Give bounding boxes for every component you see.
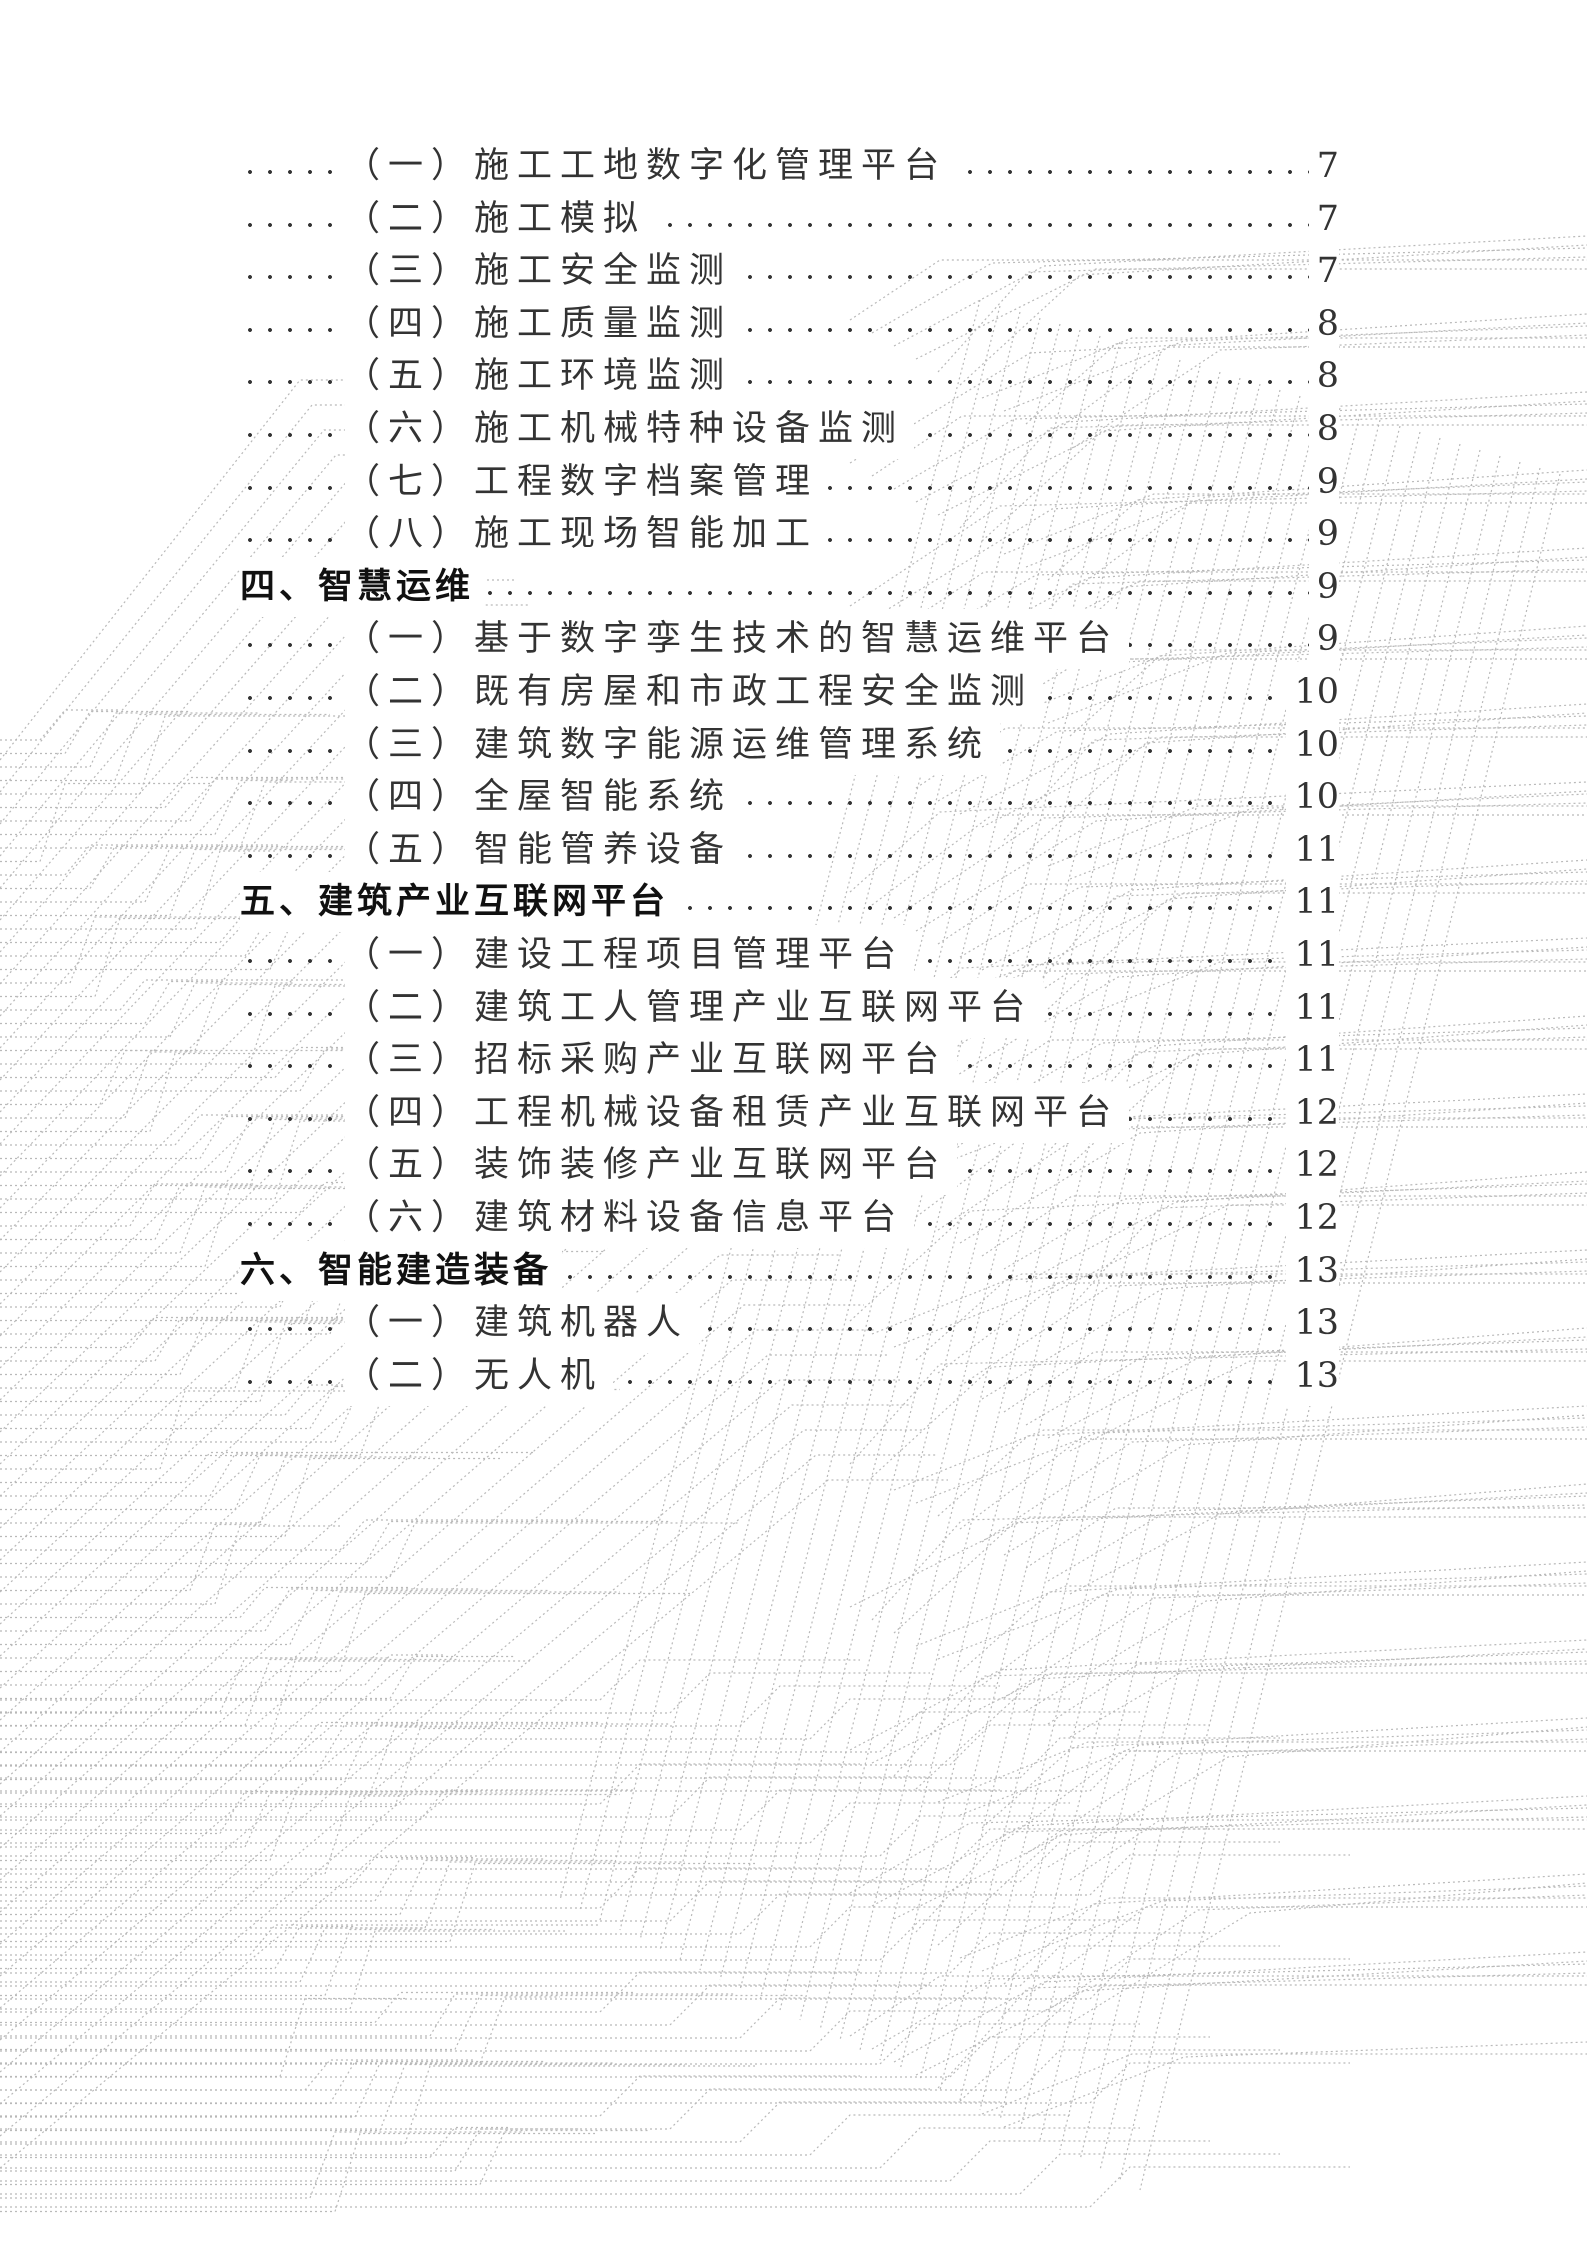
toc-subsection-entry[interactable]: （三）招标采购产业互联网平台 11 bbox=[0, 1030, 1587, 1091]
toc-page-number: 10 bbox=[1286, 767, 1339, 828]
toc-page-number: 7 bbox=[1308, 241, 1339, 302]
toc-entry-title: （一）基于数字孪生技术的智慧运维平台 bbox=[345, 609, 1130, 670]
toc-subsection-entry[interactable]: （二）建筑工人管理产业互联网平台 11 bbox=[0, 977, 1587, 1038]
toc-entry-title: 四、智慧运维 bbox=[240, 556, 485, 617]
toc-subsection-entry[interactable]: （一）建设工程项目管理平台 11 bbox=[0, 925, 1587, 985]
toc-subsection-entry[interactable]: （八）施工现场智能加工 9 bbox=[0, 504, 1587, 565]
toc-page-number: 11 bbox=[1286, 819, 1339, 880]
toc-entry-title: （二）既有房屋和市政工程安全监测 bbox=[345, 662, 1044, 722]
toc-page-number: 12 bbox=[1286, 1135, 1339, 1196]
toc-page-number: 13 bbox=[1286, 1240, 1339, 1301]
toc-page-number: 13 bbox=[1286, 1293, 1339, 1354]
toc-page-number: 12 bbox=[1286, 1082, 1339, 1143]
toc-subsection-entry[interactable]: （一）基于数字孪生技术的智慧运维平台 9 bbox=[0, 609, 1587, 670]
toc-page-number: 8 bbox=[1308, 293, 1339, 354]
toc-page-number: 13 bbox=[1286, 1345, 1339, 1406]
toc-page-number: 11 bbox=[1286, 1030, 1339, 1091]
toc-subsection-entry[interactable]: （一）建筑机器人 13 bbox=[0, 1293, 1587, 1354]
toc-section-entry[interactable]: 四、智慧运维 9 bbox=[0, 556, 1587, 617]
toc-page-number: 9 bbox=[1308, 609, 1339, 670]
toc-entry-title: （二）施工模拟 bbox=[345, 188, 657, 249]
toc-entry-title: 五、建筑产业互联网平台 bbox=[240, 872, 680, 933]
toc-page-number: 11 bbox=[1286, 925, 1339, 985]
toc-subsection-entry[interactable]: （六）建筑材料设备信息平台 12 bbox=[0, 1188, 1587, 1248]
toc-subsection-entry[interactable]: （二）无人机 13 bbox=[0, 1345, 1587, 1406]
toc-page-number: 8 bbox=[1308, 399, 1339, 459]
toc-entry-title: （一）建设工程项目管理平台 bbox=[345, 925, 915, 985]
toc-subsection-entry[interactable]: （三）建筑数字能源运维管理系统 10 bbox=[0, 714, 1587, 775]
toc-entry-title: （四）工程机械设备租赁产业互联网平台 bbox=[345, 1082, 1130, 1143]
toc-entry-title: （一）施工工地数字化管理平台 bbox=[345, 136, 958, 196]
toc-entry-title: （二）无人机 bbox=[345, 1345, 614, 1406]
toc-subsection-entry[interactable]: （二）既有房屋和市政工程安全监测 10 bbox=[0, 662, 1587, 722]
toc-page-number: 7 bbox=[1308, 136, 1339, 196]
toc-subsection-entry[interactable]: （五）智能管养设备 11 bbox=[0, 819, 1587, 880]
toc-entry-title: （二）建筑工人管理产业互联网平台 bbox=[345, 977, 1044, 1038]
toc-page-number: 7 bbox=[1308, 188, 1339, 249]
toc-entry-title: （五）装饰装修产业互联网平台 bbox=[345, 1135, 958, 1196]
toc-entry-title: （四）施工质量监测 bbox=[345, 293, 743, 354]
toc-entry-title: （六）建筑材料设备信息平台 bbox=[345, 1188, 915, 1248]
toc-entry-title: （四）全屋智能系统 bbox=[345, 767, 743, 828]
toc-page-number: 10 bbox=[1286, 662, 1339, 722]
toc-page-number: 11 bbox=[1286, 872, 1339, 933]
toc-page-number: 12 bbox=[1286, 1188, 1339, 1248]
toc-entry-title: （五）智能管养设备 bbox=[345, 819, 743, 880]
toc-subsection-entry[interactable]: （五）施工环境监测 8 bbox=[0, 346, 1587, 407]
toc-entry-title: （三）招标采购产业互联网平台 bbox=[345, 1030, 958, 1091]
toc-entry-title: 六、智能建造装备 bbox=[240, 1240, 563, 1301]
toc-section-entry[interactable]: 六、智能建造装备 13 bbox=[0, 1240, 1587, 1301]
toc-dot-leader bbox=[240, 222, 1330, 227]
toc-subsection-entry[interactable]: （一）施工工地数字化管理平台 7 bbox=[0, 136, 1587, 196]
toc-subsection-entry[interactable]: （六）施工机械特种设备监测 8 bbox=[0, 399, 1587, 459]
toc-page-number: 9 bbox=[1308, 556, 1339, 617]
toc-subsection-entry[interactable]: （四）施工质量监测 8 bbox=[0, 293, 1587, 354]
toc-subsection-entry[interactable]: （二）施工模拟 7 bbox=[0, 188, 1587, 249]
toc-entry-title: （五）施工环境监测 bbox=[345, 346, 743, 407]
toc-subsection-entry[interactable]: （七）工程数字档案管理 9 bbox=[0, 451, 1587, 512]
toc-subsection-entry[interactable]: （四）全屋智能系统 10 bbox=[0, 767, 1587, 828]
toc-entry-title: （七）工程数字档案管理 bbox=[345, 451, 829, 512]
toc-entry-title: （三）施工安全监测 bbox=[345, 241, 743, 302]
toc-entry-title: （一）建筑机器人 bbox=[345, 1293, 700, 1354]
toc-page-number: 11 bbox=[1286, 977, 1339, 1038]
toc-subsection-entry[interactable]: （四）工程机械设备租赁产业互联网平台 12 bbox=[0, 1082, 1587, 1143]
toc-page-number: 10 bbox=[1286, 714, 1339, 775]
toc-dot-leader bbox=[240, 275, 1330, 280]
toc-subsection-entry[interactable]: （三）施工安全监测 7 bbox=[0, 241, 1587, 302]
toc-page-number: 9 bbox=[1308, 451, 1339, 512]
toc-entry-title: （六）施工机械特种设备监测 bbox=[345, 399, 915, 459]
toc-section-entry[interactable]: 五、建筑产业互联网平台 11 bbox=[0, 872, 1587, 933]
toc-page-number: 9 bbox=[1308, 504, 1339, 565]
toc-page-number: 8 bbox=[1308, 346, 1339, 407]
toc-entry-title: （八）施工现场智能加工 bbox=[345, 504, 829, 565]
toc-entry-title: （三）建筑数字能源运维管理系统 bbox=[345, 714, 1001, 775]
toc-subsection-entry[interactable]: （五）装饰装修产业互联网平台 12 bbox=[0, 1135, 1587, 1196]
